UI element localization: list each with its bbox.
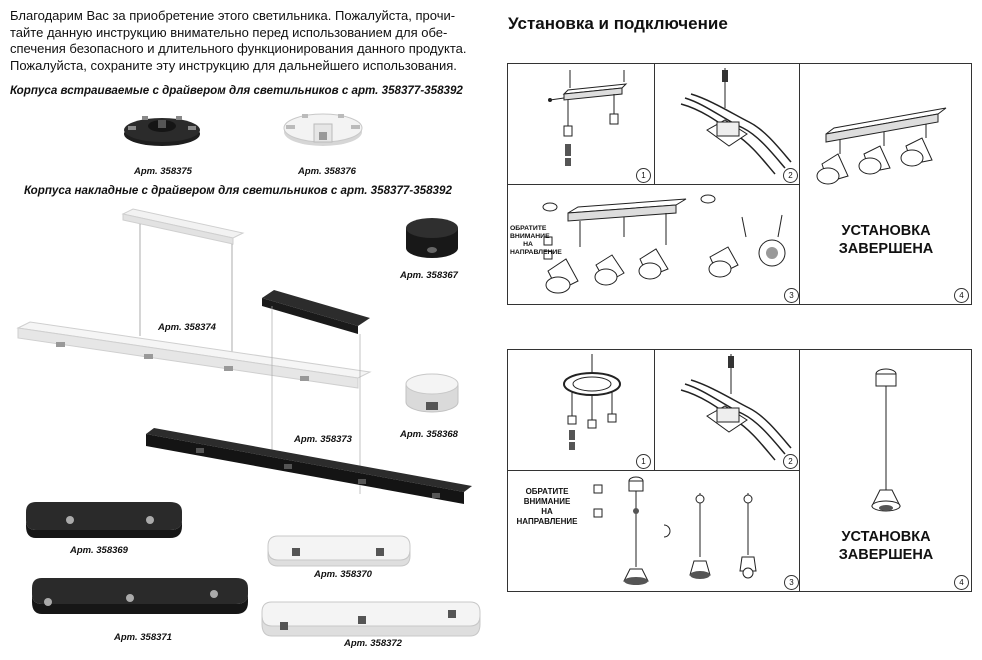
attention-line: ОБРАТИТЕ — [525, 487, 569, 496]
article-label: Арт. 358367 — [400, 270, 458, 281]
product-image-358375 — [124, 116, 200, 146]
attention-line: ОБРАТИТЕ — [510, 225, 547, 232]
product-image-358368 — [405, 373, 459, 413]
step-number: 2 — [783, 454, 798, 469]
intro-line: тайте данную инструкцию внимательно пере… — [10, 24, 448, 40]
intro-text: Благодарим Вас за приобретение этого све… — [10, 8, 485, 74]
step-number: 1 — [636, 454, 651, 469]
product-image-358371 — [32, 578, 248, 614]
panel-bottom-step-3: ОБРАТИТЕ ВНИМАНИЕ НА НАПРАВЛЕНИЕ 3 — [507, 470, 800, 592]
article-label: Арт. 358369 — [70, 545, 128, 556]
article-label: Арт. 358374 — [158, 322, 216, 333]
attention-line: НА — [541, 507, 553, 516]
pendant-attach-diagram — [593, 476, 757, 585]
attention-line: НА — [523, 241, 533, 248]
section-heading-recessed: Корпуса встраиваемые с драйвером для све… — [10, 84, 463, 97]
panel-top-step-2: 2 — [654, 63, 800, 185]
article-label: Арт. 358372 — [344, 638, 402, 649]
article-label: Арт. 358376 — [298, 166, 356, 177]
product-image-358376 — [283, 113, 363, 146]
product-image-358369 — [26, 502, 182, 538]
installation-complete-label: УСТАНОВКА ЗАВЕРШЕНА — [802, 222, 970, 258]
attention-line: ВНИМАНИЕ — [510, 233, 550, 240]
completed-track-diagram — [816, 107, 947, 185]
panel-bottom-step-4: УСТАНОВКА ЗАВЕРШЕНА 4 — [799, 349, 972, 592]
panel-top-step-3: ОБРАТИТЕ ВНИМАНИЕ НА НАПРАВЛЕНИЕ 3 — [507, 184, 800, 305]
product-image-358374 — [16, 208, 472, 504]
mounting-bracket-diagram — [548, 70, 628, 166]
intro-line: Пожалуйста, сохраните эту инструкцию для… — [10, 57, 457, 73]
step-number: 2 — [783, 168, 798, 183]
product-image-358370 — [267, 535, 411, 567]
article-label: Арт. 358368 — [400, 429, 458, 440]
article-label: Арт. 358370 — [314, 569, 372, 580]
page-title: Установка и подключение — [508, 14, 728, 33]
attention-note: ОБРАТИТЕ ВНИМАНИЕ НА НАПРАВЛЕНИЕ — [514, 487, 580, 527]
intro-line: спечения безопасного и длительного функц… — [10, 41, 467, 56]
panel-bottom-step-1: 1 — [507, 349, 655, 471]
wiring-diagram — [680, 68, 792, 175]
done-line: ЗАВЕРШЕНА — [838, 241, 934, 257]
done-line: УСТАНОВКА — [841, 529, 931, 545]
article-label: Арт. 358373 — [294, 434, 352, 445]
step-number: 4 — [954, 575, 969, 590]
article-label: Арт. 358375 — [134, 166, 192, 177]
round-mount-diagram — [563, 354, 621, 450]
intro-line: Благодарим Вас за приобретение этого све… — [10, 8, 456, 23]
product-image-358372 — [261, 601, 481, 637]
step-number: 1 — [636, 168, 651, 183]
panel-top-step-1: 1 — [507, 63, 655, 185]
completed-pendant-diagram — [871, 368, 901, 512]
article-label: Арт. 358371 — [114, 632, 172, 643]
step-number: 3 — [784, 575, 799, 590]
done-line: ЗАВЕРШЕНА — [838, 547, 934, 563]
wiring-diagram — [680, 354, 792, 461]
step-number: 4 — [954, 288, 969, 303]
panel-top-step-4: УСТАНОВКА ЗАВЕРШЕНА 4 — [799, 63, 972, 305]
installation-complete-label: УСТАНОВКА ЗАВЕРШЕНА — [802, 528, 970, 564]
attention-note: ОБРАТИТЕ ВНИМАНИЕ НА НАПРАВЛЕНИЕ — [510, 225, 562, 257]
attention-line: НАПРАВЛЕНИЕ — [516, 517, 578, 526]
section-heading-surface: Корпуса накладные с драйвером для светил… — [24, 184, 452, 197]
fixture-attach-diagram — [542, 194, 786, 294]
product-image-358367 — [406, 218, 458, 258]
attention-line: ВНИМАНИЕ — [523, 497, 571, 506]
attention-line: НАПРАВЛЕНИЕ — [510, 249, 562, 256]
done-line: УСТАНОВКА — [841, 223, 931, 239]
step-number: 3 — [784, 288, 799, 303]
panel-bottom-step-2: 2 — [654, 349, 800, 471]
